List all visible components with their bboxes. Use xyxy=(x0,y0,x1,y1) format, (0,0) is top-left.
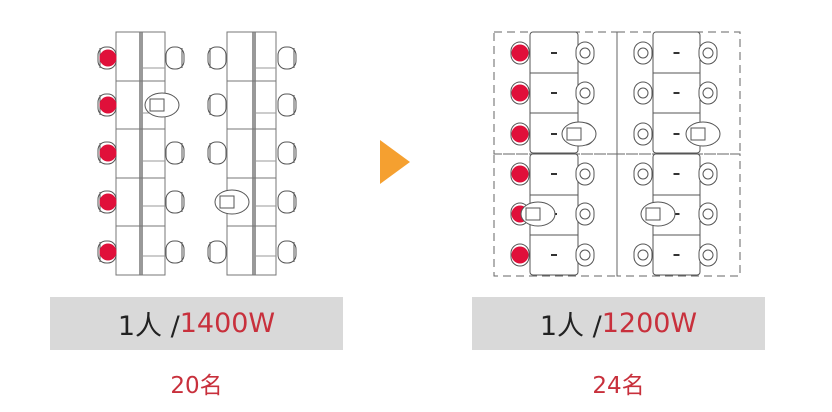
chair-icon xyxy=(207,240,227,264)
outlet-icon xyxy=(551,133,557,135)
chair-icon xyxy=(207,93,227,117)
occupied-seat-marker xyxy=(511,125,529,143)
chair-seat xyxy=(702,249,714,261)
occupied-seat-marker xyxy=(99,243,117,261)
chair-seat xyxy=(579,168,591,180)
chair-icon xyxy=(633,162,653,186)
chair-icon xyxy=(633,243,653,267)
triangle-right-icon xyxy=(380,140,410,184)
chair-icon xyxy=(277,141,297,165)
copier-tray xyxy=(219,195,235,209)
before-headcount: 20名 xyxy=(170,373,223,399)
chair-seat xyxy=(702,208,714,220)
occupied-seat-marker xyxy=(511,165,529,183)
after-headcount: 24名 xyxy=(592,373,645,399)
occupied-seat-marker xyxy=(511,44,529,62)
chair-icon xyxy=(165,190,185,214)
desk-divider xyxy=(252,32,256,275)
chair-icon xyxy=(165,240,185,264)
per-person-prefix: 1人 / xyxy=(117,311,180,342)
outlet-icon xyxy=(551,92,557,94)
chair-seat xyxy=(637,87,649,99)
outlet-icon xyxy=(673,133,680,135)
copier-tray xyxy=(525,207,541,221)
occupied-seat-marker xyxy=(511,246,529,264)
copier-tray xyxy=(566,127,582,141)
chair-seat xyxy=(637,128,649,140)
outlet-icon xyxy=(673,52,680,54)
outlet-icon xyxy=(551,52,557,54)
copier-tray xyxy=(149,98,165,112)
outlet-icon xyxy=(673,173,680,175)
occupied-seat-marker xyxy=(99,193,117,211)
chair-icon xyxy=(277,240,297,264)
chair-icon xyxy=(698,81,718,105)
chair-icon xyxy=(277,46,297,70)
after-power-label: 1人 / 1200W xyxy=(472,297,765,350)
chair-seat xyxy=(579,47,591,59)
chair-icon xyxy=(698,243,718,267)
chair-seat xyxy=(637,249,649,261)
outlet-icon xyxy=(673,254,680,256)
per-person-prefix: 1人 / xyxy=(539,311,602,342)
copier-tray xyxy=(645,207,661,221)
chair-seat xyxy=(637,168,649,180)
chair-icon xyxy=(277,190,297,214)
occupied-seat-marker xyxy=(99,144,117,162)
chair-icon xyxy=(698,41,718,65)
chair-seat xyxy=(702,87,714,99)
chair-seat xyxy=(637,47,649,59)
outlet-icon xyxy=(551,173,557,175)
chair-icon xyxy=(277,93,297,117)
chair-icon xyxy=(698,202,718,226)
chair-icon xyxy=(165,141,185,165)
outlet-icon xyxy=(673,213,680,215)
chair-icon xyxy=(575,41,595,65)
dashed-zone xyxy=(616,153,741,277)
before-power-label: 1人 / 1400W xyxy=(50,297,343,350)
chair-icon xyxy=(575,202,595,226)
chair-seat xyxy=(579,87,591,99)
chair-icon xyxy=(575,81,595,105)
chair-icon xyxy=(698,162,718,186)
copier-tray xyxy=(690,127,706,141)
outlet-icon xyxy=(673,92,680,94)
chair-icon xyxy=(575,162,595,186)
chair-icon xyxy=(165,46,185,70)
chair-icon xyxy=(633,122,653,146)
chair-icon xyxy=(207,141,227,165)
occupied-seat-marker xyxy=(99,49,117,67)
chair-icon xyxy=(207,46,227,70)
chair-seat xyxy=(702,47,714,59)
chair-seat xyxy=(702,168,714,180)
desk-divider xyxy=(139,32,143,275)
outlet-icon xyxy=(551,254,557,256)
chair-icon xyxy=(633,81,653,105)
after-wattage: 1200W xyxy=(601,308,698,339)
chair-icon xyxy=(575,243,595,267)
chair-icon xyxy=(633,41,653,65)
chair-seat xyxy=(579,249,591,261)
occupied-seat-marker xyxy=(99,96,117,114)
desk-bank xyxy=(226,31,277,276)
chair-seat xyxy=(579,208,591,220)
before-wattage: 1400W xyxy=(179,308,276,339)
occupied-seat-marker xyxy=(511,84,529,102)
